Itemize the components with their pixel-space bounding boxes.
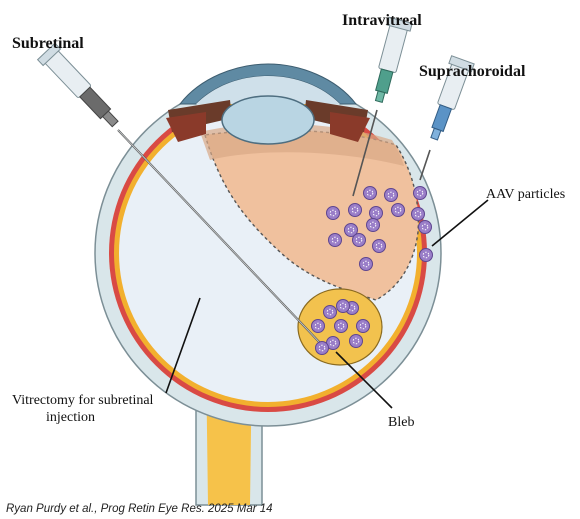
aav-particle-texture <box>414 210 422 218</box>
aav-particle-texture <box>352 337 360 345</box>
aav-particle-texture <box>422 251 430 259</box>
aav-particle-texture <box>339 302 347 310</box>
suprachoroidal-label: Suprachoroidal <box>419 63 526 80</box>
aav-particle <box>349 334 363 348</box>
aav-particle <box>334 319 348 333</box>
leader-lines <box>165 199 489 409</box>
aav-particle-texture <box>372 209 380 217</box>
aav-particle-texture <box>326 308 334 316</box>
aav-particle-texture <box>359 322 367 330</box>
aav-particle <box>356 319 370 333</box>
suprachoroidal-needle <box>419 149 431 181</box>
aav-particle-texture <box>366 189 374 197</box>
aav-particles-label: AAV particles <box>486 187 565 202</box>
aav-particle <box>336 299 350 313</box>
subretinal-label: Subretinal <box>12 35 84 52</box>
aav-particle-texture <box>348 304 356 312</box>
anterior-segment <box>166 63 370 145</box>
aav-particle-texture <box>318 344 326 352</box>
aav-particle <box>311 319 325 333</box>
aav-particle <box>366 218 380 232</box>
aav-particle-texture <box>416 189 424 197</box>
intravitreal-label: Intravitreal <box>342 12 422 29</box>
intravitreal-syringe <box>352 16 413 197</box>
aav-particle-texture <box>337 322 345 330</box>
aav-particles <box>311 186 433 355</box>
aav-particle <box>315 341 329 355</box>
aav-particle <box>359 257 373 271</box>
aav-particle <box>369 206 383 220</box>
aav-particle-texture <box>331 236 339 244</box>
aav-particle-texture <box>362 260 370 268</box>
aav-particle-texture <box>314 322 322 330</box>
aav-particle <box>323 305 337 319</box>
vitrectomy-label-line2: injection <box>46 410 95 425</box>
aav-leader-line <box>431 199 489 247</box>
intravitreal-needle <box>352 109 378 197</box>
aav-particle <box>326 206 340 220</box>
aav-particle <box>413 186 427 200</box>
aav-particle <box>344 223 358 237</box>
ciliary-body-right <box>330 112 370 142</box>
aav-particle-texture <box>375 242 383 250</box>
aav-particle <box>352 233 366 247</box>
aav-particle-texture <box>369 221 377 229</box>
bleb-label: Bleb <box>388 415 414 430</box>
aav-particle <box>419 248 433 262</box>
vitrectomy-label-line1: Vitrectomy for subretinal <box>12 393 154 408</box>
citation: Ryan Purdy et al., Prog Retin Eye Res. 2… <box>6 503 273 515</box>
aav-particle <box>384 188 398 202</box>
aav-particle <box>363 186 377 200</box>
subretinal-syringe <box>36 42 323 346</box>
aav-particle-texture <box>347 226 355 234</box>
suprachoroidal-syringe <box>419 55 475 181</box>
aav-particle-texture <box>387 191 395 199</box>
vitrectomy-leader-line <box>165 297 201 394</box>
aav-particle <box>372 239 386 253</box>
aav-particle-texture <box>329 209 337 217</box>
aav-particle <box>328 233 342 247</box>
lens <box>221 95 315 145</box>
aav-particle-texture <box>355 236 363 244</box>
aav-particle-texture <box>329 339 337 347</box>
aav-particle <box>411 207 425 221</box>
aav-particle-texture <box>421 223 429 231</box>
ciliary-body-left <box>166 112 206 142</box>
aav-particle-texture <box>351 206 359 214</box>
bleb-leader-line <box>335 351 393 409</box>
aav-particle <box>391 203 405 217</box>
aav-particle <box>348 203 362 217</box>
anterior-chamber <box>196 76 340 104</box>
aav-particle-texture <box>394 206 402 214</box>
aav-particle <box>418 220 432 234</box>
